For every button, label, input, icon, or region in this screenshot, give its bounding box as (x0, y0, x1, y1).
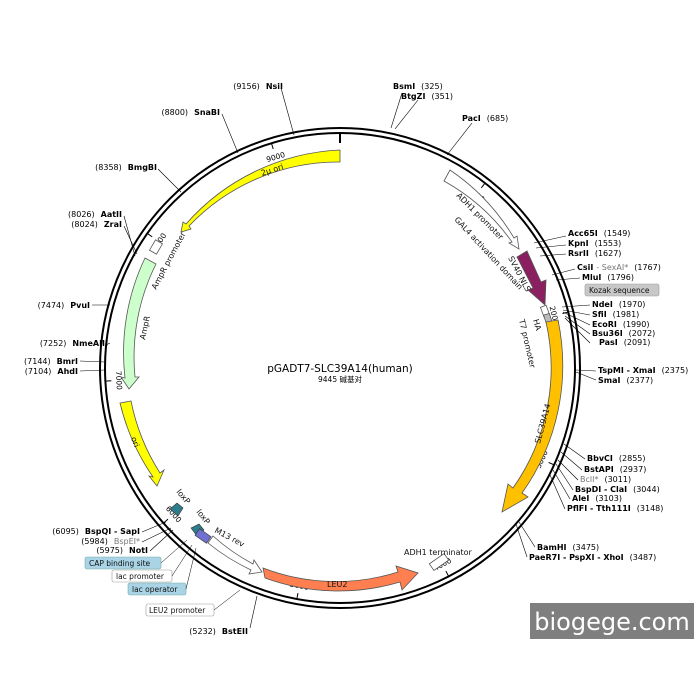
site-aatii: (8026)AatII (68, 210, 122, 219)
svg-text:ori: ori (129, 436, 141, 449)
site-ahdi: (7104)AhdI (25, 367, 78, 376)
tick-mark (562, 311, 569, 314)
site-bsmi: BsmI(325) (393, 82, 443, 91)
site-bmgbi: (8358)BmgBI (95, 163, 157, 172)
site-tspmi-xmai: TspMI - XmaI(2375) (598, 366, 688, 375)
site-bspei: (5984)BspEI* (81, 537, 140, 546)
cap-binding-box: CAP binding site (84, 556, 162, 570)
site-bstapi: BstAPI(2937) (584, 465, 646, 474)
site-pvui: (7474)PvuI (38, 301, 90, 310)
tick-label: 7000 (114, 371, 124, 391)
ha-label: HA (531, 318, 543, 332)
site-bmri: (7144)BmrI (24, 357, 78, 366)
tick-mark (270, 143, 274, 150)
site-bbvci: BbvCI(2855) (587, 454, 646, 463)
feature-leu2: LEU2 (262, 565, 419, 592)
backbone-outer (99, 127, 581, 609)
svg-text:AmpR: AmpR (138, 315, 152, 341)
feature-ori: ori (119, 400, 165, 487)
site-alei: AleI(3103) (572, 494, 622, 503)
svg-text:lac promoter: lac promoter (116, 572, 165, 581)
svg-text:Kozak sequence: Kozak sequence (589, 286, 650, 295)
site-paci: PacI(685) (462, 114, 508, 123)
lac-promoter-box: lac promoter (111, 569, 173, 583)
kozak-box: Kozak sequence (584, 283, 660, 297)
feature-adh1-terminator: ADH1 terminator (404, 548, 473, 571)
site-snabi: (8800)SnaBI (161, 108, 220, 117)
site-paer7i-pspxi-xhoi: PaeR7I - PspXI - XhoI(3487) (529, 553, 656, 562)
svg-text:lac operator: lac operator (132, 585, 178, 594)
feature-2u-ori: 2μ ori (180, 149, 341, 233)
site-ndei: NdeI(1970) (592, 300, 645, 309)
tick-mark (147, 233, 153, 238)
svg-text:biogege.com: biogege.com (534, 608, 689, 636)
svg-text:loxP: loxP (194, 508, 211, 527)
site-sfii: SfiI(1981) (592, 310, 639, 319)
site-bamhi: BamHI(3475) (537, 543, 599, 552)
site-pasi: PasI(2091) (599, 338, 650, 347)
site-noti: (5975)NotI (96, 546, 148, 555)
site-mlui: MluI(1796) (582, 273, 634, 282)
plasmid-title: pGADT7-SLC39A14(human) (267, 363, 413, 375)
tick-mark (548, 461, 555, 466)
tick-mark (296, 593, 299, 600)
lac-operator-box: lac operator (127, 582, 187, 596)
svg-text:LEU2 promoter: LEU2 promoter (149, 606, 206, 615)
site-bspdi-clai: BspDI - ClaI(3044) (575, 485, 660, 494)
site-pflfi-tth111i: PflFI - Tth111I(3148) (567, 504, 663, 513)
svg-text:LEU2: LEU2 (327, 580, 347, 589)
site-rsrii: RsrII(1627) (568, 249, 621, 258)
site-kpni: KpnI(1553) (568, 239, 621, 248)
plasmid-length: 9445 碱基对 (318, 374, 362, 384)
svg-text:ADH1 terminator: ADH1 terminator (404, 548, 473, 557)
site-btgzi: BtgZI(351) (401, 92, 453, 101)
feature-ampr: AmpR (120, 257, 157, 390)
site-nmeaiii: (7252)NmeAIII (40, 339, 108, 348)
box-leaders (160, 539, 241, 611)
leu2-promoter-box: LEU2 promoter (145, 603, 215, 617)
site-zrai: (8024)ZraI (71, 220, 122, 229)
site-csii: CsiI- SexAI*(1767) (577, 263, 661, 272)
watermark: biogege.com (530, 603, 694, 639)
svg-text:2μ ori: 2μ ori (260, 162, 285, 178)
tick-mark (445, 570, 450, 577)
site-leaders (79, 87, 597, 629)
feature-adh1-promoter: ADH1 promoter GAL4 activation domain (443, 169, 525, 291)
site-bcli: BclI*(3011) (580, 475, 631, 484)
site-smai: SmaI(2377) (598, 376, 653, 385)
site-bsteii: (5232)BstEII (189, 627, 248, 636)
svg-text:CAP binding site: CAP binding site (89, 559, 151, 568)
site-ecori: EcoRI(1990) (592, 320, 649, 329)
site-bsu36i: Bsu36I(2072) (592, 329, 655, 338)
site-nsii: (9156)NsiI (233, 82, 283, 91)
tick-mark (480, 182, 486, 189)
site-acc65i: Acc65I(1549) (568, 229, 630, 238)
site-bspqi-sapi: (6095)BspQI - SapI (52, 527, 140, 536)
